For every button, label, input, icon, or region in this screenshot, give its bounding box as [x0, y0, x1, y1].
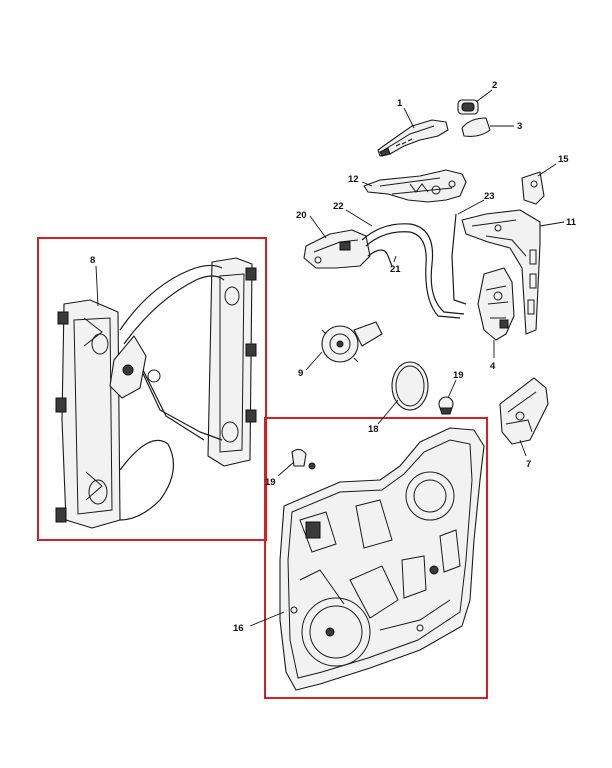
highlight-box-door-module-panel[interactable] [264, 417, 488, 699]
leader-16 [249, 611, 285, 627]
part-2-lock-cylinder[interactable] [457, 99, 479, 115]
part-9-window-motor[interactable] [321, 321, 383, 363]
callout-4: 4 [490, 361, 496, 372]
callout-23: 23 [484, 191, 495, 202]
leader-9 [305, 351, 323, 371]
part-12-handle-carrier[interactable] [363, 169, 467, 203]
callout-3: 3 [517, 121, 522, 132]
part-18-access-cover[interactable] [391, 361, 429, 411]
part-16-door-module-panel[interactable] [279, 427, 485, 691]
part-7-bracket[interactable] [499, 377, 549, 445]
part-22-release-cable[interactable] [361, 223, 465, 319]
part-15-bracket[interactable] [521, 171, 545, 205]
part-11-latch-rail[interactable] [461, 209, 541, 335]
part-19-clip-upper[interactable] [438, 396, 454, 415]
leader-19-lower [277, 461, 295, 477]
callout-18: 18 [368, 424, 379, 435]
callout-20: 20 [296, 210, 307, 221]
callout-12: 12 [348, 174, 359, 185]
leader-8 [95, 265, 99, 307]
callout-19-upper: 19 [453, 370, 464, 381]
callout-21: 21 [390, 264, 401, 275]
callout-19-lower: 19 [265, 477, 276, 488]
leader-21 [393, 255, 397, 263]
leader-12 [361, 181, 373, 187]
callout-7: 7 [526, 459, 531, 470]
callout-9: 9 [298, 368, 303, 379]
leader-15 [537, 163, 557, 177]
part-3-handle-bezel[interactable] [461, 117, 491, 137]
part-20-interior-handle[interactable] [303, 229, 371, 269]
part-4-door-latch[interactable] [477, 267, 515, 341]
callout-15: 15 [558, 154, 569, 165]
part-19-clip-lower[interactable] [291, 448, 316, 470]
part-21-lock-cable[interactable] [367, 249, 393, 267]
leader-2 [475, 89, 493, 103]
part-23-latch-rod[interactable] [451, 213, 467, 305]
highlight-box-window-regulator[interactable] [37, 237, 267, 541]
leader-7 [519, 439, 527, 457]
leader-19-upper [447, 379, 457, 399]
part-1-exterior-handle[interactable] [377, 119, 449, 157]
callout-8: 8 [90, 255, 95, 266]
leader-20 [309, 215, 327, 239]
leader-23 [457, 199, 485, 215]
callout-22: 22 [333, 201, 344, 212]
part-8-window-regulator[interactable] [55, 257, 257, 529]
leader-1 [403, 107, 415, 129]
callout-1: 1 [397, 98, 403, 109]
callout-11: 11 [566, 217, 577, 228]
leader-22 [345, 209, 373, 227]
callout-16: 16 [233, 623, 244, 634]
leader-11 [539, 221, 565, 227]
leader-18 [377, 399, 399, 425]
callout-2: 2 [492, 80, 497, 91]
